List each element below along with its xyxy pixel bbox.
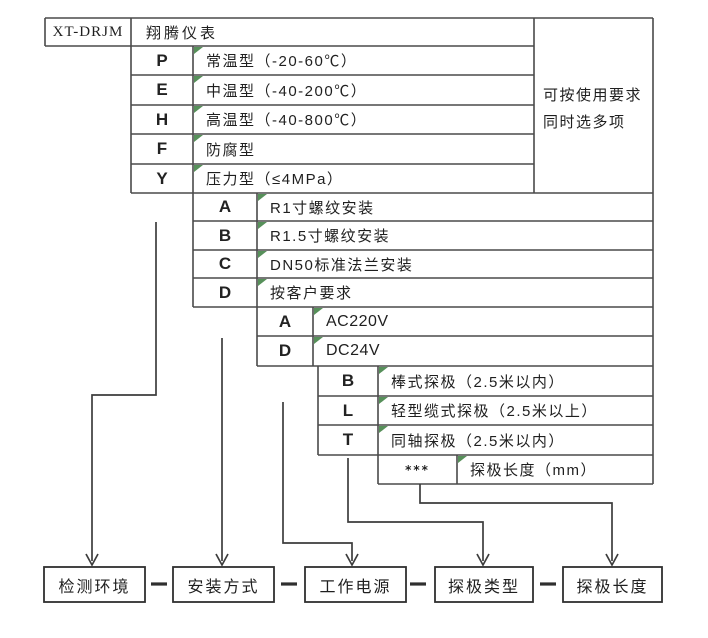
flow-label-probe-length: 探极长度 [576,578,649,596]
option-code: L [342,400,354,420]
option-desc: DN50标准法兰安装 [270,256,414,274]
option-code: A [218,197,232,216]
option-desc: AC220V [326,312,389,330]
option-code: E [156,80,168,99]
bottom-boxes [43,566,663,603]
option-code: P [156,50,168,70]
option-code: D [278,341,292,360]
side-note: 可按使用要求 同时选多项 [543,82,651,136]
option-desc: 压力型（≤4MPa） [206,171,344,188]
option-desc: 高温型（-40-800℃） [206,112,368,129]
option-code: A [278,311,292,331]
arrow-icon [476,553,490,567]
option-code: F [156,139,168,158]
option-code: *** [405,462,430,477]
option-code: B [218,225,232,245]
option-code: C [218,254,232,273]
corner-marks [194,47,467,463]
arrow-icon [605,553,619,567]
option-code: B [341,371,355,390]
option-desc: 同轴探极（2.5米以内） [391,432,565,450]
flow-label-mounting: 安装方式 [187,578,260,596]
arrow-icon [215,553,229,567]
option-desc: 中温型（-40-200℃） [206,82,368,100]
flow-label-power: 工作电源 [319,578,392,596]
connector-lines [91,222,613,561]
table-grid [44,17,654,485]
option-desc: 棒式探极（2.5米以内） [391,373,565,391]
brand-name: 翔腾仪表 [146,24,219,42]
option-desc: 常温型（-20-60℃） [206,53,358,70]
connector-probe-type [347,458,484,561]
connector-probe-length [419,484,613,561]
flow-label-probe-type: 探极类型 [447,578,520,596]
side-note-line: 可按使用要求 [543,87,643,104]
side-note-line: 同时选多项 [543,114,626,131]
option-desc: R1.5寸螺纹安装 [270,228,391,245]
option-desc: R1寸螺纹安装 [270,199,375,217]
option-code: D [218,282,232,302]
option-code: Y [156,168,168,188]
connector-power [282,402,353,561]
arrow-icon [345,553,359,567]
option-code: T [342,430,354,449]
arrow-icon [85,553,99,567]
option-desc: 探极长度（mm） [470,462,597,479]
option-code: H [155,109,169,129]
arrow-heads [85,553,619,567]
option-desc: 按客户要求 [270,285,353,302]
option-desc: 轻型缆式探极（2.5米以上） [391,403,598,420]
connector-environment [91,222,157,561]
option-desc: 防腐型 [206,141,256,159]
flow-label-environment: 检测环境 [58,578,131,596]
option-desc: DC24V [326,342,381,359]
model-code: XT-DRJM [52,23,124,40]
